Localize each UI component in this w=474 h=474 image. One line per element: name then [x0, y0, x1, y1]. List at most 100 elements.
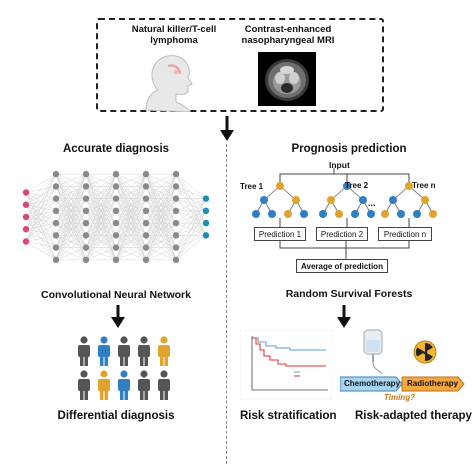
radiation-icon: [413, 340, 437, 364]
nn-node: [22, 226, 30, 233]
nn-edge: [85, 198, 117, 260]
nn-edge: [25, 173, 57, 218]
nn-edge: [85, 186, 117, 260]
people-group: [78, 336, 170, 400]
nn-edge: [55, 174, 87, 260]
nn-edge: [175, 210, 207, 261]
nn-edge: [145, 247, 177, 261]
nn-node: [82, 195, 90, 202]
prediction-n-box: Prediction n: [378, 227, 432, 241]
accurate-diagnosis-title: Accurate diagnosis: [62, 143, 170, 155]
nn-edge: [85, 173, 117, 224]
nn-edge: [25, 222, 57, 242]
nn-node: [82, 207, 90, 215]
nn-edge: [55, 174, 87, 236]
tree-node: [260, 196, 268, 204]
nn-edge: [145, 173, 177, 212]
nn-node: [112, 244, 120, 251]
disease-label: Natural killer/T-cell lymphoma: [131, 24, 217, 46]
nn-edge: [145, 235, 177, 261]
input-data-box: [96, 18, 384, 112]
nn-edge: [145, 222, 177, 261]
tree-node: [359, 196, 367, 204]
mri-label: Contrast-enhanced nasopharyngeal MRI: [241, 24, 335, 46]
nn-edge: [145, 174, 177, 248]
nn-node: [22, 201, 30, 208]
cnn-label: Convolutional Neural Network: [41, 289, 191, 301]
tree-1-label: Tree 1: [240, 182, 264, 191]
nn-edge: [25, 235, 57, 242]
nn-edge: [115, 235, 147, 261]
nn-node: [112, 219, 120, 227]
nn-node: [202, 232, 210, 239]
nn-edge: [175, 198, 207, 212]
nn-node: [112, 256, 120, 264]
average-prediction-box: Average of prediction: [296, 259, 388, 273]
nn-edge: [85, 235, 117, 261]
nn-edge: [55, 173, 87, 212]
nn-node: [202, 195, 210, 202]
nn-node: [82, 219, 90, 227]
nn-node: [172, 256, 180, 264]
nn-edge: [85, 173, 117, 199]
nn-edge: [145, 174, 177, 260]
tree-node: [327, 196, 335, 204]
nn-edge: [115, 174, 147, 260]
tree-node: [381, 210, 389, 218]
person-icon: [118, 336, 130, 366]
input-label: Input: [329, 160, 350, 170]
tree-n-label: Tree n: [412, 181, 436, 190]
person-icon: [78, 336, 90, 366]
input-branches: [279, 168, 410, 182]
nn-edge: [85, 247, 117, 261]
nn-node: [112, 195, 120, 202]
nn-node: [82, 244, 90, 251]
nn-node: [202, 219, 210, 227]
person-icon: [158, 336, 170, 366]
nn-edge: [85, 210, 117, 261]
nn-edge: [55, 173, 87, 187]
person-icon: [118, 370, 130, 400]
nn-edge: [25, 241, 57, 248]
nn-node: [142, 256, 150, 264]
nn-node: [112, 170, 120, 178]
nn-edge: [115, 198, 147, 260]
nn-node: [112, 183, 120, 190]
head-profile-icon: [145, 55, 193, 112]
nn-edge: [115, 210, 147, 261]
tree-node: [252, 210, 260, 218]
km-curve-chart: [240, 330, 332, 400]
nn-node: [82, 170, 90, 178]
nn-edge: [175, 198, 207, 248]
nn-node: [52, 170, 60, 178]
tree-node: [343, 182, 351, 190]
random-forest-diagram: [252, 168, 437, 227]
nn-node: [22, 189, 30, 196]
nn-edge: [115, 174, 147, 248]
tree-node: [429, 210, 437, 218]
nn-edge: [115, 173, 147, 199]
iv-bag-icon: [363, 329, 383, 375]
nn-node: [82, 183, 90, 190]
nn-node: [82, 232, 90, 239]
nn-edge: [115, 186, 147, 260]
tree-node: [335, 210, 343, 218]
nn-edge: [145, 173, 177, 199]
nn-edge: [25, 241, 57, 261]
risk-adapted-therapy-label: Risk-adapted therapy: [355, 410, 472, 422]
nn-edge: [55, 186, 87, 260]
prognosis-title: Prognosis prediction: [291, 143, 407, 155]
therapy-sequence: Chemotherapy Radiotherapy: [340, 376, 466, 392]
nn-edge: [85, 173, 117, 212]
nn-node: [82, 256, 90, 264]
nn-edge: [175, 198, 207, 224]
tree-node: [292, 196, 300, 204]
nn-edge: [145, 210, 177, 261]
person-icon: [138, 336, 150, 366]
nn-edge: [25, 174, 57, 242]
nn-edge: [145, 173, 177, 187]
nn-node: [142, 195, 150, 202]
nn-node: [142, 232, 150, 239]
nn-edge: [85, 174, 117, 248]
person-icon: [138, 370, 150, 400]
